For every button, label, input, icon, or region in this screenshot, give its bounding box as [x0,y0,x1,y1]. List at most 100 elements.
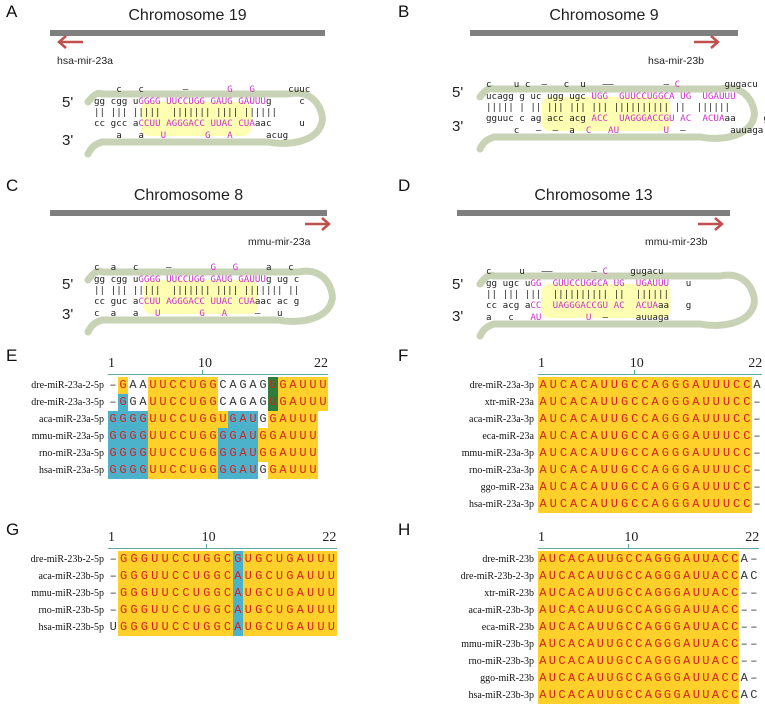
nucleotide: G [680,462,691,479]
panel-c-gene-name: mmu-mir-23a [248,236,311,248]
nucleotide: U [701,394,712,411]
nucleotide: A [566,653,577,670]
nucleotide: A [538,619,548,636]
nucleotide: C [629,394,640,411]
nucleotide: U [159,585,171,602]
nucleotide: U [609,462,620,479]
nucleotide: U [547,585,558,602]
nucleotide: C [624,687,634,704]
nucleotide: G [660,428,671,445]
nucleotide: A [538,462,549,479]
panel-b-chromosome-title: Chromosome 9 [549,7,659,24]
nucleotide: C [222,602,233,619]
nucleotide: C [731,394,742,411]
nucleotide: U [305,602,316,619]
nucleotide: U [605,653,615,670]
nucleotide: G [253,551,264,568]
nucleotide: C [180,551,192,568]
nucleotide: G [208,445,218,462]
nucleotide: A [566,687,577,704]
nucleotide: U [599,428,610,445]
nucleotide: C [720,551,730,568]
nucleotide: G [139,568,150,585]
nucleotide: G [670,428,681,445]
nucleotide: C [639,479,651,496]
nucleotide: A [710,585,721,602]
nucleotide: A [643,653,654,670]
nucleotide: U [191,585,202,602]
nucleotide: G [672,568,682,585]
nucleotide: A [690,411,701,428]
nucleotide: U [188,428,198,445]
ruler-tick-mark [205,544,207,549]
nucleotide: – [753,429,761,443]
panel-a-5prime: 5' [62,94,74,111]
nucleotide: A [585,619,596,636]
nucleotide: U [691,602,702,619]
nucleotide: U [721,394,732,411]
nucleotide: C [624,636,634,653]
nucleotide: U [274,585,285,602]
nucleotide: C [578,496,589,513]
nucleotide: A [710,619,721,636]
ruler-line [538,548,759,549]
nucleotide: G [660,462,671,479]
panel-c-letter: C [6,176,19,195]
panel-c-strand-arrow [305,217,331,231]
nucleotide: U [315,551,327,568]
nucleotide: U [298,428,308,445]
nucleotide: U [158,377,168,394]
nucleotide: U [243,619,254,636]
nucleotide: U [159,568,171,585]
nucleotide: C [624,585,634,602]
nucleotide: C [557,653,567,670]
nucleotide: A [568,445,579,462]
nucleotide: U [248,428,258,445]
nucleotide: A [588,462,600,479]
nucleotide: U [701,687,711,704]
nucleotide: – [740,620,748,634]
nucleotide: C [741,496,752,513]
panel-c-3prime: 3' [62,306,74,323]
nucleotide: C [729,619,740,636]
species-name: eca-miR-23a [482,431,534,442]
nucleotide: U [711,394,722,411]
nucleotide: C [720,585,730,602]
ruler-tick-label: 10 [198,356,212,371]
nucleotide: U [599,411,610,428]
panel-c-chromosome-bar [50,210,327,216]
nucleotide: U [605,670,615,687]
nucleotide: U [548,479,559,496]
nucleotide: C [558,445,569,462]
panel-f-letter: F [398,346,409,365]
nucleotide: A [643,568,654,585]
nucleotide: U [547,653,558,670]
nucleotide: G [118,462,128,479]
nucleotide: U [595,602,606,619]
nucleotide: U [711,411,722,428]
nucleotide: A [588,496,600,513]
species-name: rno-miR-23b-5p [38,605,104,616]
nucleotide: U [691,687,702,704]
nucleotide: G [128,445,138,462]
nucleotide: – [750,671,758,685]
nucleotide: G [253,619,264,636]
nucleotide: C [170,551,181,568]
nucleotide: – [109,586,117,600]
nucleotide: U [595,568,606,585]
species-name: hsa-miR-23b-5p [38,622,104,633]
nucleotide: A [538,602,548,619]
nucleotide: C [720,670,730,687]
nucleotide: U [288,411,298,428]
hairpin-row-3: || ||| ||| |||||||||| || |||||| [486,289,669,300]
nucleotide: A [249,378,257,392]
nucleotide: G [108,428,118,445]
nucleotide: G [619,428,630,445]
